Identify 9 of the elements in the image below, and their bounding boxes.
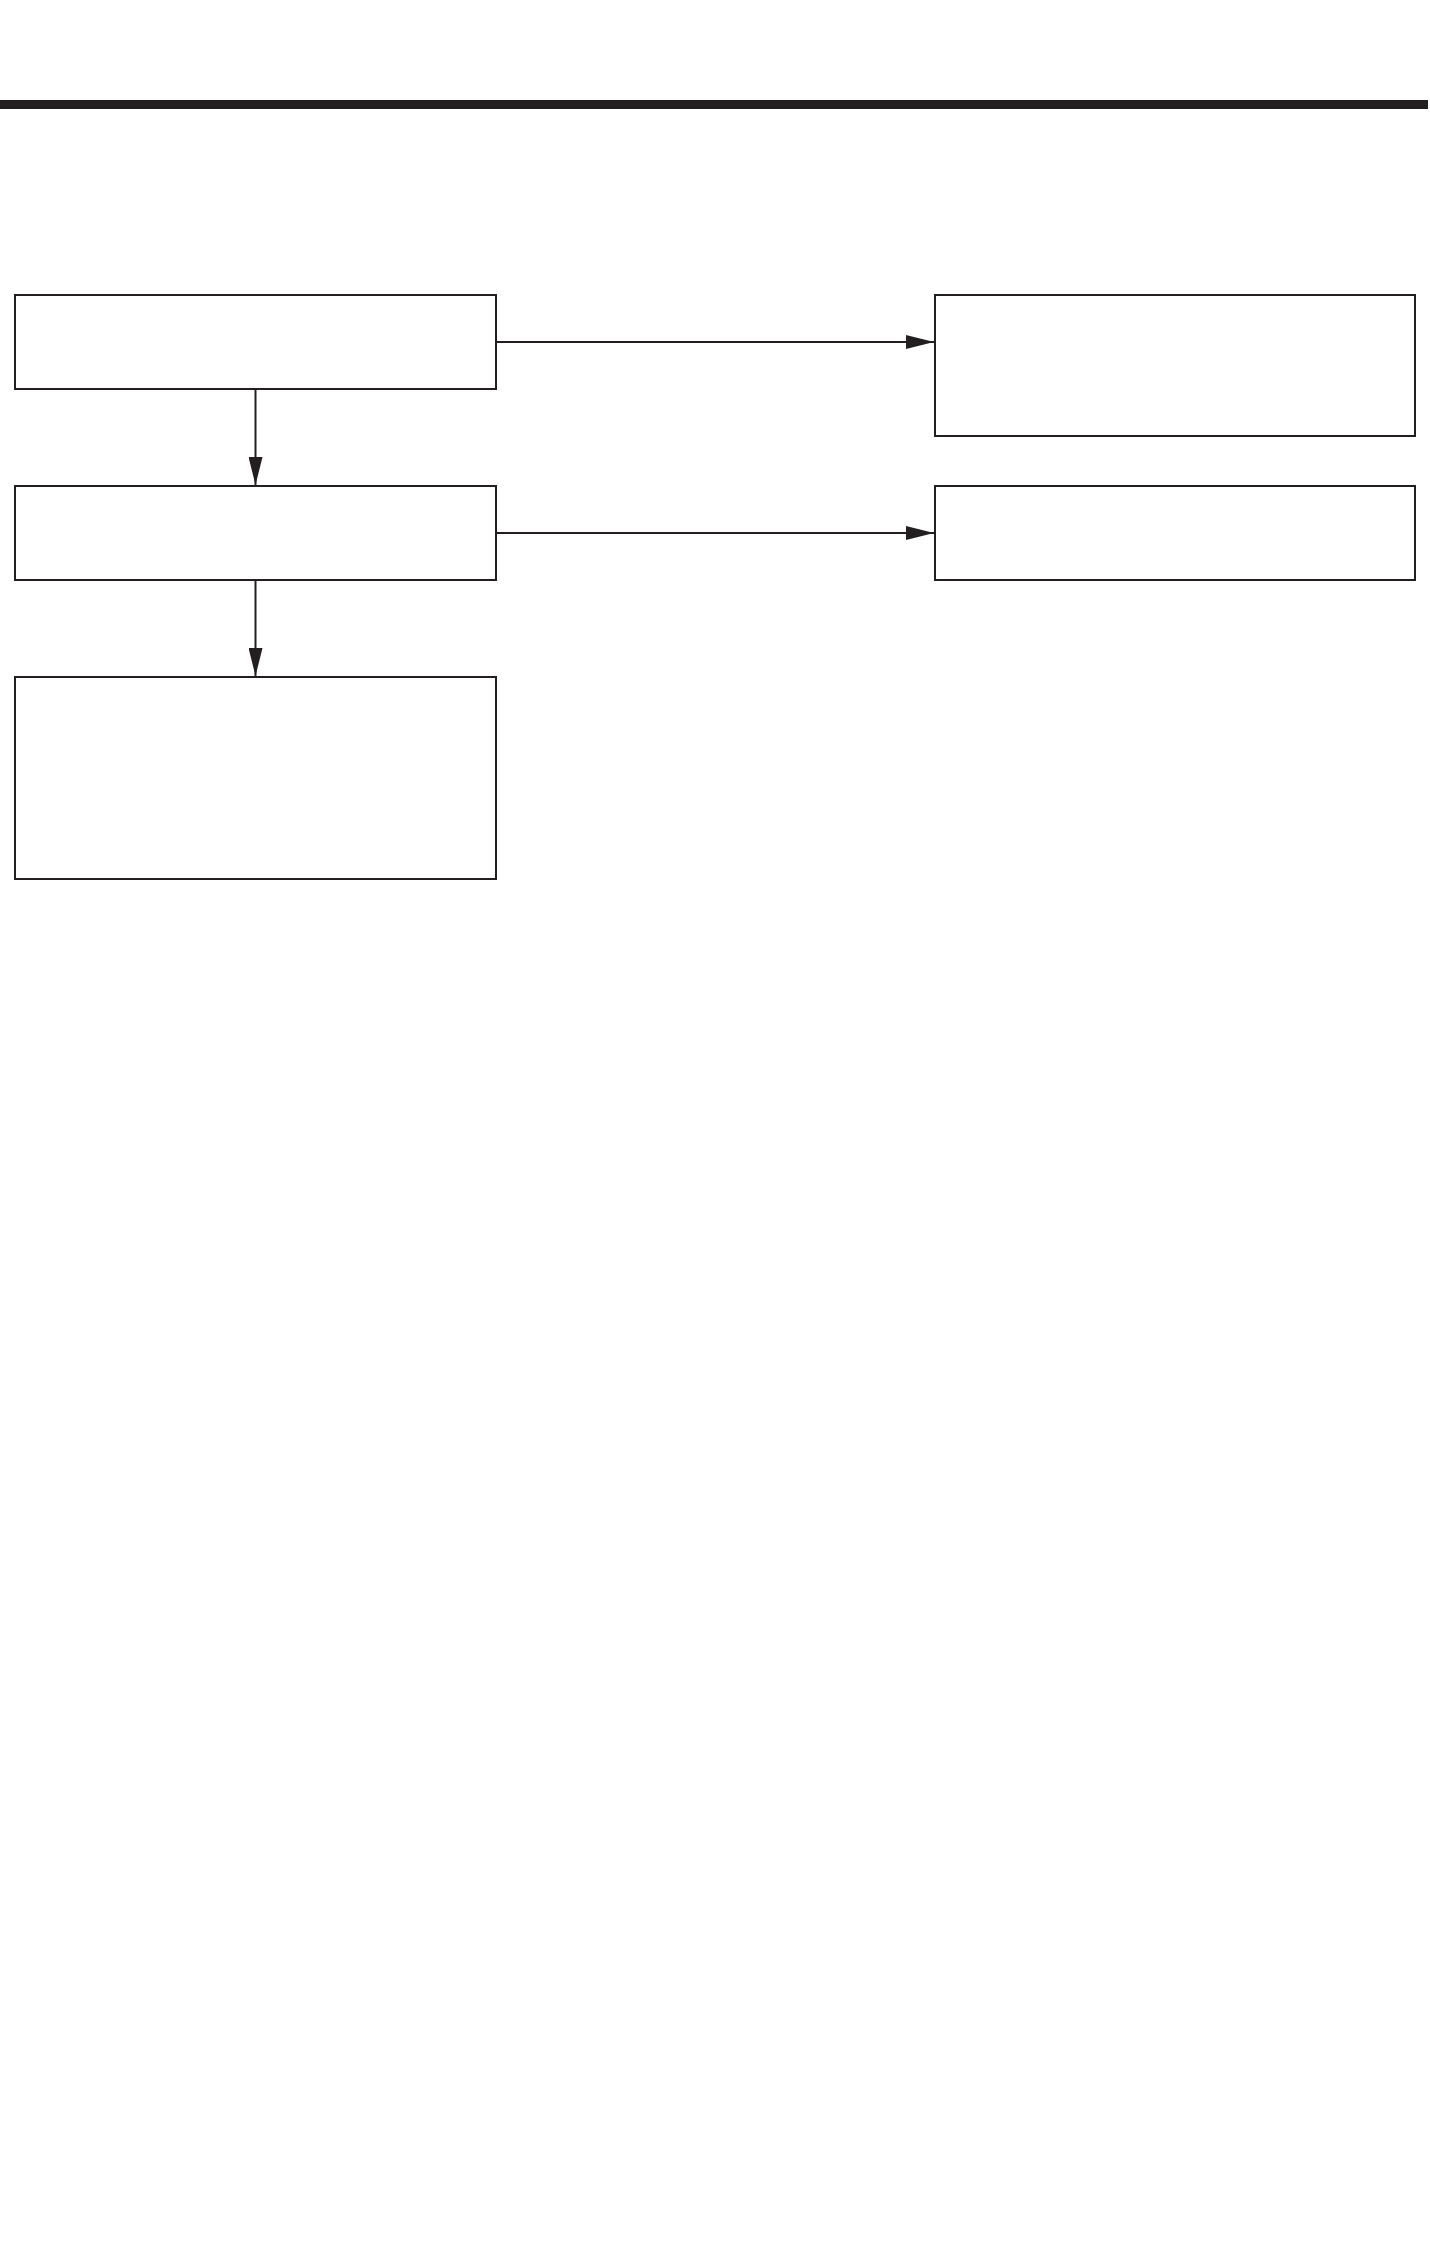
arrow [496, 335, 935, 349]
process-box [14, 676, 497, 880]
arrow [248, 580, 263, 677]
arrow [248, 389, 263, 486]
process-box [14, 294, 497, 390]
process-box [934, 294, 1416, 437]
arrow [496, 526, 935, 540]
process-box [14, 485, 497, 581]
process-box [934, 485, 1416, 581]
